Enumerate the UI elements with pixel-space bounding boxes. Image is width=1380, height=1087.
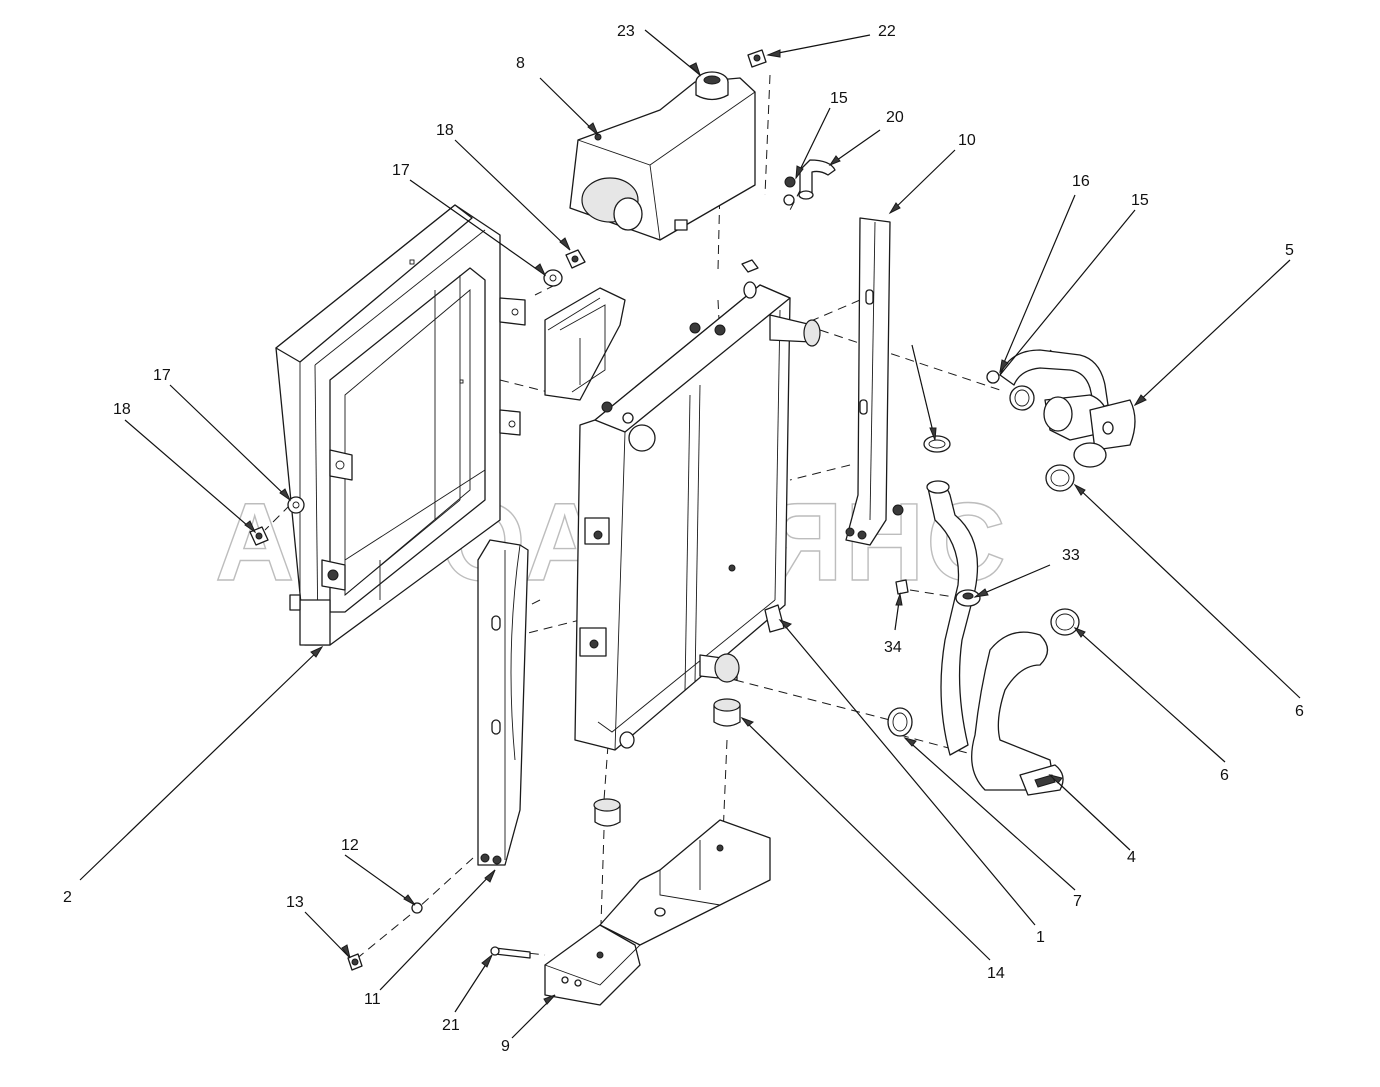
callout-11: 11 (364, 991, 381, 1008)
bolt-13 (347, 953, 363, 971)
callout-23: 23 (617, 23, 635, 40)
callout-16: 16 (1072, 173, 1090, 190)
bolt-21 (490, 946, 531, 959)
hose-clamp-6a (1045, 464, 1075, 492)
callout-7: 7 (1073, 893, 1082, 910)
callout-10: 10 (958, 132, 976, 149)
upper-hose (999, 349, 1136, 468)
clamp-upper-hose (1009, 385, 1035, 411)
rubber-mount-right (713, 698, 741, 727)
hose-clamp-7 (887, 707, 913, 737)
small-clamp-top (783, 176, 796, 206)
callout-15-top: 15 (830, 90, 848, 107)
nut-upper (565, 249, 586, 269)
callout-labels: 23 22 8 15 20 10 18 17 16 15 5 17 18 33 … (63, 23, 1304, 1055)
callout-33: 33 (1062, 547, 1080, 564)
washer-12 (411, 902, 423, 914)
elbow-fitting (798, 159, 836, 200)
callout-9: 9 (501, 1038, 510, 1055)
callout-18-left: 18 (113, 401, 131, 418)
tank-nut (741, 259, 759, 273)
bolt-34 (895, 579, 909, 595)
clamp-right-bracket (892, 504, 904, 516)
lower-hose (926, 480, 1064, 796)
small-clip-15 (986, 370, 1000, 384)
callout-18-top: 18 (436, 122, 454, 139)
callout-17-left: 17 (153, 367, 171, 384)
clamp-33 (955, 589, 981, 607)
callout-6-lower: 6 (1220, 767, 1229, 784)
top-mounting-bracket (544, 287, 626, 401)
callout-6-upper: 6 (1295, 703, 1304, 720)
right-side-bracket (845, 217, 891, 546)
rubber-mount-left (593, 798, 621, 827)
radiator-core (574, 281, 821, 751)
callout-12: 12 (341, 837, 359, 854)
bleed-screw (747, 49, 767, 68)
bottom-support (544, 819, 771, 1006)
washer-left (287, 496, 305, 514)
callout-5: 5 (1285, 242, 1294, 259)
left-side-bracket (477, 539, 529, 866)
hose-clamp-6b (1050, 608, 1080, 636)
callout-4: 4 (1127, 849, 1136, 866)
hose-clamp-16 (923, 435, 951, 453)
washer-upper (543, 269, 563, 287)
leader-lines (79, 29, 1301, 1039)
expansion-tank (569, 71, 756, 241)
fan-shroud (275, 204, 526, 646)
callout-17-top: 17 (392, 162, 410, 179)
callout-1: 1 (1036, 929, 1045, 946)
callout-21: 21 (442, 1017, 460, 1034)
callout-34: 34 (884, 639, 902, 656)
callout-13: 13 (286, 894, 304, 911)
callout-8: 8 (516, 55, 525, 72)
callout-20: 20 (886, 109, 904, 126)
callout-2: 2 (63, 889, 72, 906)
callout-15-right: 15 (1131, 192, 1149, 209)
callout-22: 22 (878, 23, 896, 40)
callout-14: 14 (987, 965, 1005, 982)
